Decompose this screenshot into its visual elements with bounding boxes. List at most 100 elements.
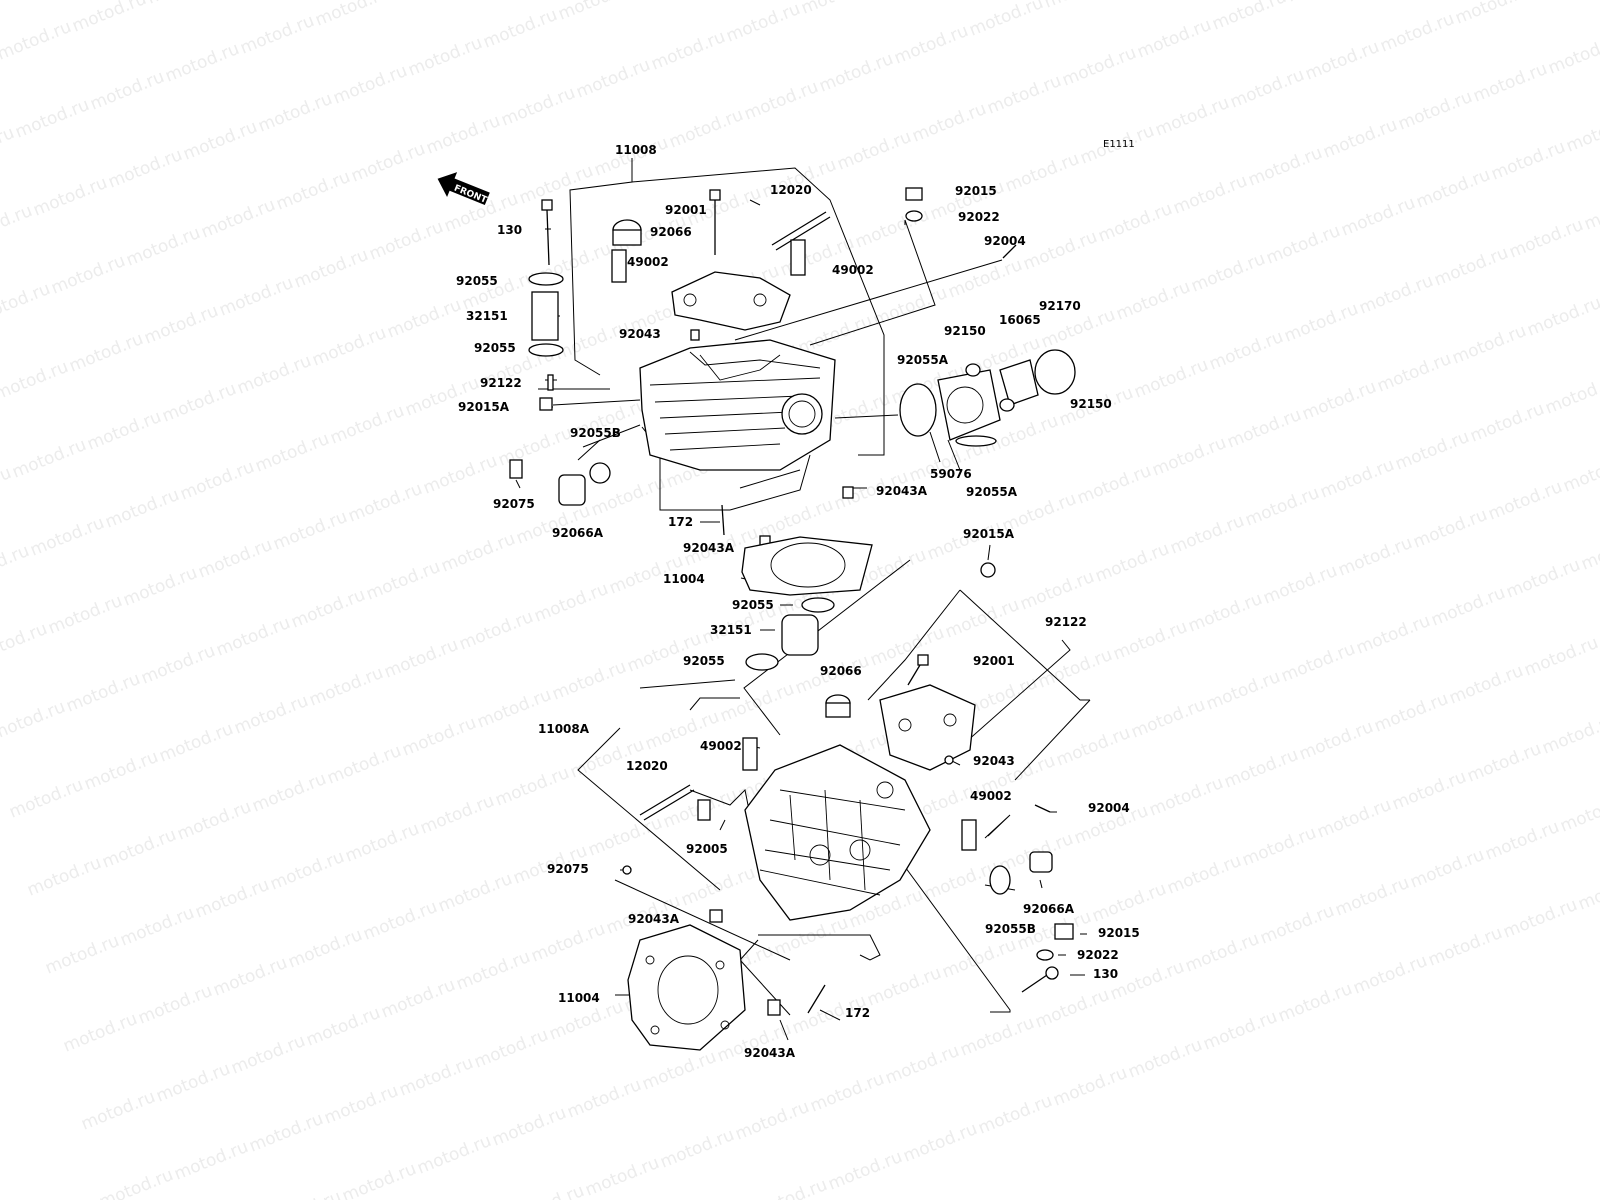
watermark-text: motod.ru [1335,533,1415,581]
watermark-text: motod.ru [921,857,1001,905]
watermark-text: motod.ru [1095,199,1175,247]
watermark-text: motod.ru [141,301,221,349]
watermark-text: motod.ru [573,55,653,103]
watermark-text: motod.ru [153,1059,233,1107]
watermark-text: motod.ru [1488,137,1568,185]
watermark-text: motod.ru [453,947,533,995]
watermark-text: motod.ru [180,117,260,165]
watermark-text: motod.ru [1128,695,1208,743]
watermark-text: motod.ru [1281,299,1361,347]
callout-label: 11008A [538,722,590,736]
callout-label: 92122 [480,376,522,390]
watermark-text: motod.ru [723,0,803,47]
callout-label: 92075 [547,862,589,876]
callout-label: 92001 [665,203,707,217]
watermark-text: motod.ru [1050,1063,1130,1111]
watermark-text: motod.ru [957,1013,1037,1061]
watermark-text: motod.ru [162,39,242,87]
watermark-text: motod.ru [816,49,896,97]
watermark-text: motod.ru [1410,505,1490,553]
callout-label: 11004 [663,572,705,586]
watermark-text: motod.ru [1092,539,1172,587]
watermark-text: motod.ru [105,145,185,193]
watermark-text: motod.ru [864,963,944,1011]
watermark-text: motod.ru [1032,985,1112,1033]
callout-label: 130 [497,223,522,237]
watermark-text: motod.ru [312,0,392,31]
watermark-text: motod.ru [549,657,629,705]
watermark-text: motod.ru [405,33,485,81]
watermark-text: motod.ru [1170,171,1250,219]
callout-label: 92043A [628,912,680,926]
watermark-text: motod.ru [96,1165,176,1200]
watermark-text: motod.ru [882,1041,962,1089]
diagram-code: E1111 [1103,139,1135,150]
watermark-text: motod.ru [1557,789,1600,837]
watermark-text: motod.ru [1407,845,1487,893]
watermark-text: motod.ru [1482,817,1562,865]
watermark-text: motod.ru [1374,349,1454,397]
watermark-text: motod.ru [288,585,368,633]
watermark-text: motod.ru [1164,851,1244,899]
watermark-text: motod.ru [45,591,125,639]
callout-label: 92150 [944,324,986,338]
watermark-text: motod.ru [1395,87,1475,135]
watermark-text: motod.ru [1371,689,1451,737]
watermark-text: motod.ru [399,713,479,761]
watermark-text: motod.ru [1539,711,1600,759]
watermark-text: motod.ru [234,351,314,399]
callout-label: 92122 [1045,615,1087,629]
watermark-text: motod.ru [120,563,200,611]
watermark-text: motod.ru [480,5,560,53]
watermark-text: motod.ru [192,875,272,923]
watermark-text: motod.ru [1227,65,1307,113]
watermark-text: motod.ru [348,139,428,187]
watermark-text: motod.ru [1452,0,1532,29]
watermark-text: motod.ru [1413,165,1493,213]
watermark-text: motod.ru [825,1147,905,1195]
callout-label: 92055 [474,341,516,355]
callout-label: 92055 [732,598,774,612]
watermark-text: motod.ru [1203,667,1283,715]
front-cylinder-head [622,654,1074,1016]
callout-label: 92043A [683,541,735,555]
watermark-text: motod.ru [471,1025,551,1073]
watermark-text: motod.ru [1113,277,1193,325]
watermark-text: motod.ru [195,535,275,583]
watermark-text: motod.ru [387,0,467,3]
watermark-text: motod.ru [1506,215,1586,263]
watermark-text: motod.ru [1581,187,1600,235]
watermark-text: motod.ru [1017,567,1097,615]
callout-label: 12020 [626,759,668,773]
watermark-text: motod.ru [1302,37,1382,85]
watermark-text: motod.ru [1338,193,1418,241]
callout-label: 92055B [570,426,621,440]
callout-label: 92066 [820,664,862,678]
callout-label: 92005 [686,842,728,856]
callout-label: 92022 [1077,948,1119,962]
watermark-text: motod.ru [945,255,1025,303]
watermark-text: motod.ru [327,401,407,449]
watermark-text: motod.ru [363,557,443,605]
callout-label: 49002 [700,739,742,753]
watermark-text: motod.ru [138,641,218,689]
watermark-text: motod.ru [1521,633,1600,681]
watermark-text: motod.ru [252,429,332,477]
watermark-text: motod.ru [1125,1035,1205,1083]
watermark-text: motod.ru [0,697,68,745]
watermark-text: motod.ru [249,769,329,817]
watermark-text: motod.ru [1002,149,1082,197]
lower-gasket [627,924,746,1051]
watermark-text: motod.ru [81,747,161,795]
watermark-text: motod.ru [807,1069,887,1117]
watermark-text: motod.ru [717,679,797,727]
watermark-text: motod.ru [1578,527,1600,575]
watermark-text: motod.ru [84,407,164,455]
watermark-text: motod.ru [1209,0,1289,35]
callout-label: 92004 [1088,801,1130,815]
watermark-text: motod.ru [1527,0,1600,1]
watermark-text: motod.ru [1392,427,1472,475]
watermark-text: motod.ru [975,1091,1055,1139]
callout-label: 16065 [999,313,1041,327]
watermark-text: motod.ru [12,95,92,143]
